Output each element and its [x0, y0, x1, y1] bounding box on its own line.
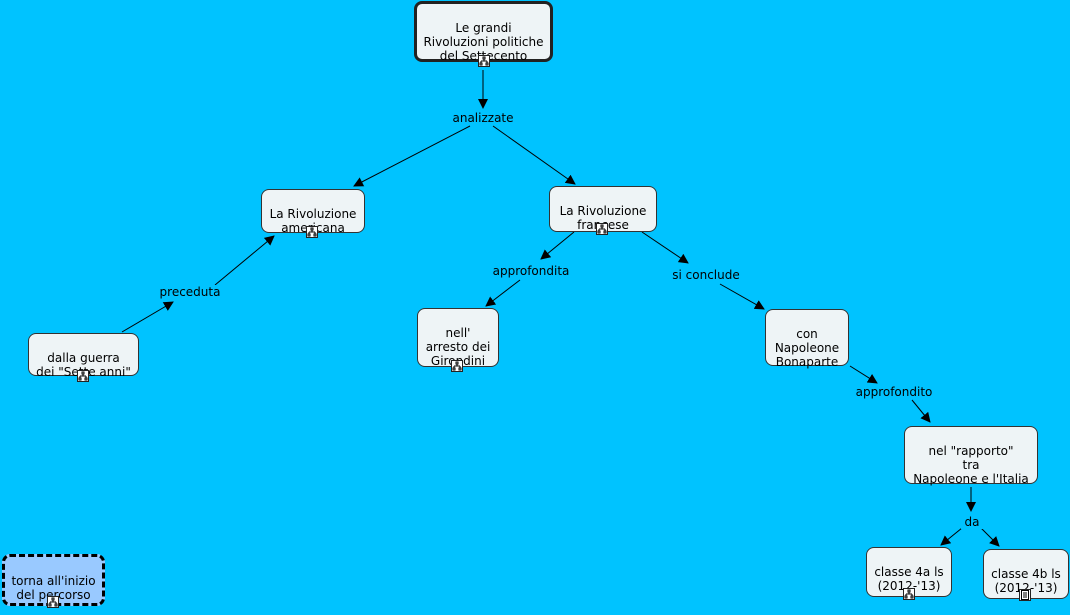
- concept-rapporto-label: nel "rapporto" tra Napoleone e l'Italia: [913, 444, 1029, 486]
- concept-map-icon[interactable]: [47, 596, 59, 608]
- concept-map-icon[interactable]: [903, 588, 915, 600]
- concept-map-icon[interactable]: [77, 370, 89, 382]
- link-label-preceduta: preceduta: [155, 285, 225, 299]
- concept-napoleone-label: con Napoleone Bonaparte: [774, 327, 840, 369]
- concept-napoleone-bonaparte[interactable]: con Napoleone Bonaparte: [765, 309, 849, 369]
- home-button-label: torna all'inizio del percorso: [11, 574, 96, 602]
- concept-rapporto-napoleone-italia[interactable]: nel "rapporto" tra Napoleone e l'Italia: [904, 426, 1038, 486]
- concept-classe-4a[interactable]: classe 4a ls (2012-'13): [866, 547, 952, 600]
- concept-rivoluzione-francese[interactable]: La Rivoluzione francese: [549, 186, 657, 235]
- link-label-da: da: [961, 515, 983, 529]
- link-label-approfondito: approfondito: [850, 385, 938, 399]
- concept-guerra-sette-anni[interactable]: dalla guerra dei "Sette anni": [28, 333, 139, 382]
- concept-arresto-girondini[interactable]: nell' arresto dei Girondini: [417, 308, 499, 372]
- concept-classe-4b-label: classe 4b ls (2012-'13): [991, 567, 1061, 595]
- concept-classe-4a-label: classe 4a ls (2012-'13): [874, 565, 944, 593]
- link-label-approfondita: approfondita: [486, 264, 576, 278]
- concept-classe-4b[interactable]: classe 4b ls (2012-'13): [983, 549, 1069, 601]
- concept-map-icon[interactable]: [478, 55, 490, 67]
- home-button[interactable]: torna all'inizio del percorso: [2, 554, 105, 608]
- concept-map-icon[interactable]: [596, 223, 608, 235]
- link-label-si-conclude: si conclude: [668, 268, 744, 282]
- concept-map-icon[interactable]: [306, 226, 318, 238]
- concept-root-label: Le grandi Rivoluzioni politiche del Sett…: [423, 21, 544, 63]
- concept-guerra-label: dalla guerra dei "Sette anni": [36, 351, 131, 379]
- document-icon[interactable]: [1019, 589, 1031, 601]
- link-label-analizzate: analizzate: [447, 111, 519, 125]
- concept-root[interactable]: Le grandi Rivoluzioni politiche del Sett…: [414, 1, 553, 67]
- concept-rivoluzione-americana[interactable]: La Rivoluzione americana: [261, 189, 365, 238]
- concept-map-icon[interactable]: [451, 360, 463, 372]
